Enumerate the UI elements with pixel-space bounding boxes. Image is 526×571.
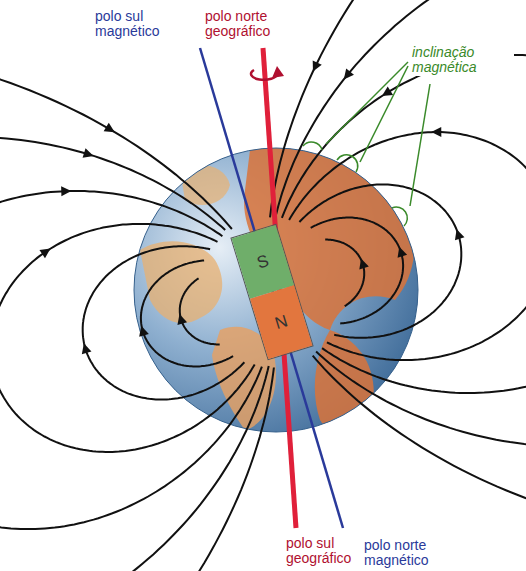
field-arrowhead <box>344 69 354 80</box>
field-arrowhead <box>359 259 369 270</box>
field-arrowhead <box>382 86 393 96</box>
field-line <box>325 240 364 307</box>
field-arrowhead <box>61 186 71 196</box>
axis-label: polo norte geográfico <box>203 8 295 40</box>
field-arrowhead <box>83 148 94 158</box>
field-arrowhead <box>82 343 92 354</box>
field-line <box>282 55 526 393</box>
field-line <box>289 132 526 360</box>
axis-label: polo sul magnético <box>93 8 185 40</box>
rotation-arrow <box>251 70 277 80</box>
axis-label: polo norte magnético <box>362 537 454 569</box>
field-line <box>180 278 220 344</box>
field-line <box>141 261 233 367</box>
field-arrowhead <box>431 127 441 137</box>
pole-letter: S <box>254 251 271 273</box>
field-line <box>276 0 526 447</box>
field-arrowhead <box>455 229 465 240</box>
field-arrowhead <box>139 326 149 337</box>
inclination-label: inclinação magnética <box>410 44 514 76</box>
field-line <box>299 185 461 338</box>
field-line <box>0 224 255 452</box>
field-line <box>0 191 262 529</box>
field-line <box>270 0 526 539</box>
field-line <box>83 246 245 399</box>
pole-letter: N <box>272 311 290 334</box>
inclination-marks <box>303 62 430 226</box>
field-arrowhead <box>177 314 187 325</box>
field-arrowhead <box>313 60 322 71</box>
axis-label: polo sul geográfico <box>284 535 368 567</box>
field-line <box>311 218 403 324</box>
magnetic-axis <box>200 48 343 528</box>
field-arrowhead <box>39 249 50 259</box>
rotation-arrowhead <box>272 66 284 78</box>
continents <box>140 146 414 436</box>
field-arrowhead <box>398 247 408 258</box>
field-arrowhead <box>104 123 115 132</box>
field-line <box>0 45 274 571</box>
field-line <box>0 137 269 571</box>
